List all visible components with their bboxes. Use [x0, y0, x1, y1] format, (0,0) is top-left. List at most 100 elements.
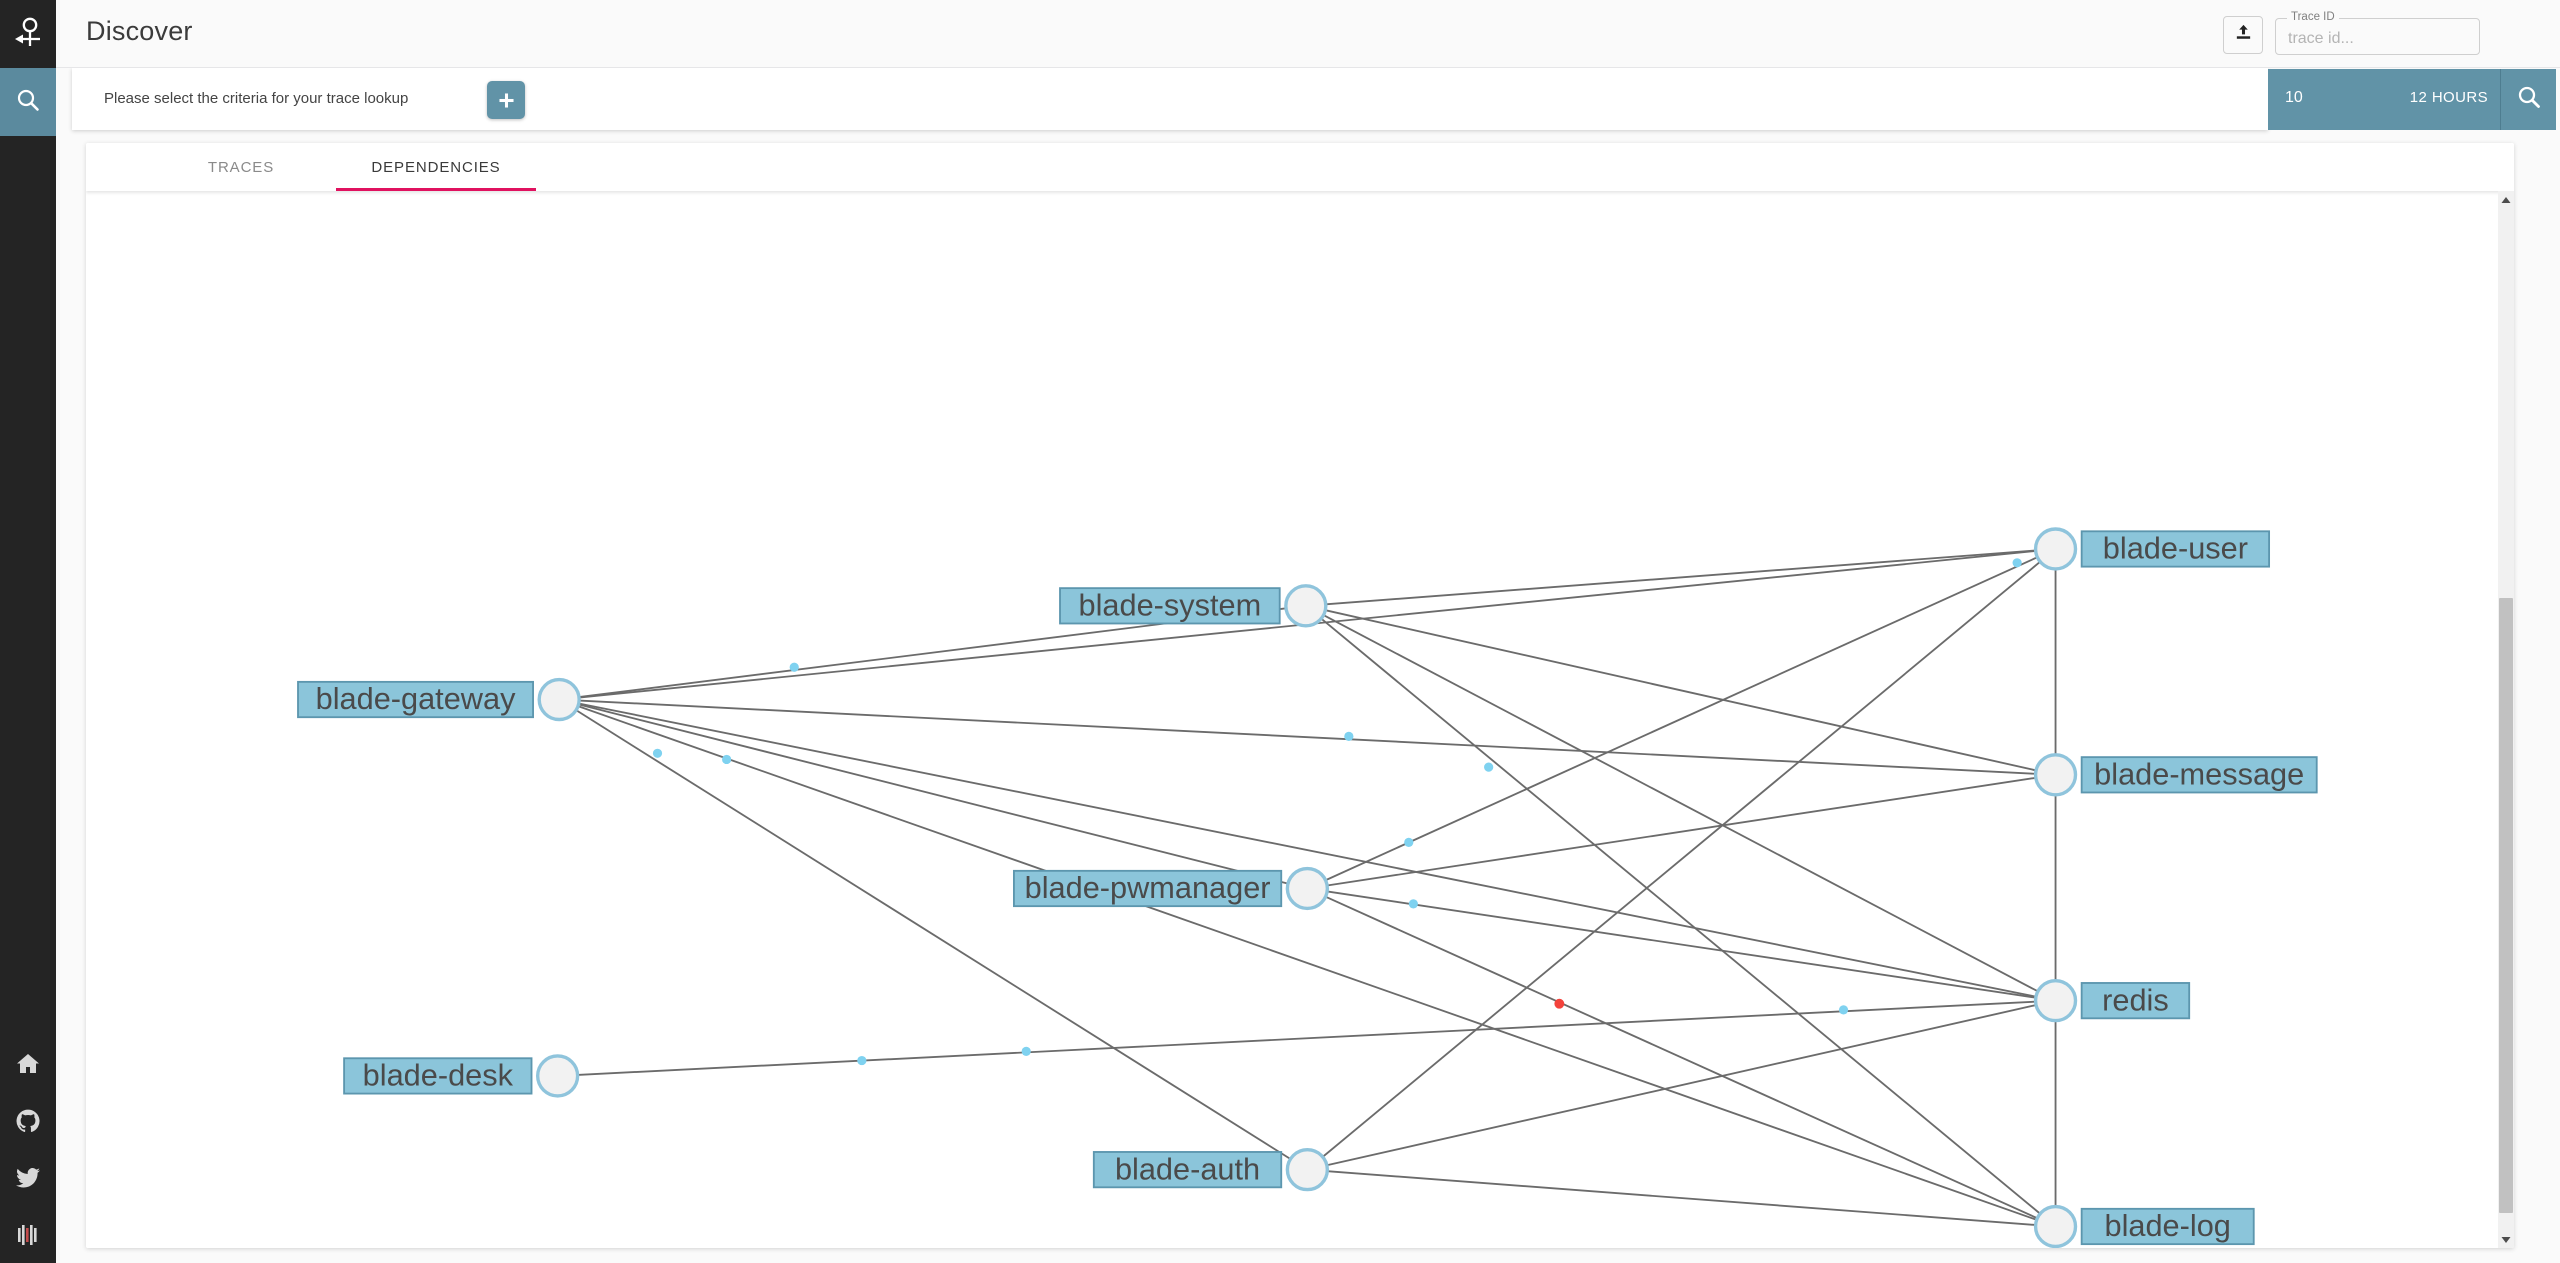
- graph-node-label: blade-auth: [1115, 1151, 1260, 1186]
- graph-node-label: blade-user: [2103, 531, 2248, 566]
- page-title: Discover: [86, 16, 193, 46]
- tab-bar: TRACES DEPENDENCIES: [86, 143, 2514, 191]
- tab-active-indicator: [336, 188, 536, 191]
- graph-node-label: blade-system: [1079, 587, 1262, 622]
- graph-particle: [1404, 837, 1414, 848]
- tab-dependencies[interactable]: DEPENDENCIES: [336, 143, 536, 191]
- add-criteria-button[interactable]: [487, 81, 525, 119]
- graph-node-circle[interactable]: [537, 677, 581, 722]
- graph-edge: [579, 699, 2036, 775]
- graph-node[interactable]: blade-auth: [1092, 1147, 1330, 1192]
- graph-node-label: blade-desk: [363, 1058, 514, 1093]
- app-header: Discover Trace ID: [56, 0, 2560, 68]
- graph-particle: [1484, 762, 1494, 772]
- graph-node-label-box: [1092, 1151, 1283, 1189]
- graph-vertical-scrollbar[interactable]: [2498, 191, 2514, 1248]
- graph-node[interactable]: blade-user: [2033, 527, 2271, 571]
- graph-node[interactable]: blade-message: [2033, 753, 2318, 797]
- graph-particle: [652, 748, 663, 758]
- lookback-value: 12 HOURS: [2409, 89, 2488, 106]
- graph-node-label: blade-message: [2094, 756, 2304, 791]
- graph-node[interactable]: redis: [2033, 978, 2191, 1023]
- graph-node[interactable]: blade-pwmanager: [1013, 866, 1330, 911]
- upload-icon: [2234, 23, 2253, 47]
- zipkin-logo-icon[interactable]: [0, 0, 56, 68]
- graph-node-circle[interactable]: [2033, 978, 2078, 1023]
- graph-node-label-box: [2080, 1207, 2255, 1246]
- twitter-icon[interactable]: [0, 1149, 56, 1206]
- search-icon: [15, 87, 41, 118]
- graph-node[interactable]: blade-desk: [343, 1054, 580, 1098]
- tab-traces[interactable]: TRACES: [146, 143, 336, 191]
- graph-node[interactable]: blade-gateway: [297, 677, 581, 722]
- graph-node-label: blade-gateway: [316, 681, 516, 716]
- graph-particle: [1021, 1046, 1031, 1056]
- graph-edge: [1326, 776, 2036, 887]
- graph-node[interactable]: blade-log: [2033, 1204, 2255, 1248]
- graph-particle: [789, 662, 799, 672]
- graph-node-circle[interactable]: [1285, 866, 1330, 911]
- graph-particle: [722, 754, 732, 765]
- zipkin-bars-icon[interactable]: [0, 1206, 56, 1263]
- graph-node-label-box: [1059, 587, 1281, 625]
- graph-edge: [577, 705, 2038, 1221]
- graph-node-circle[interactable]: [2033, 753, 2078, 797]
- home-icon[interactable]: [0, 1035, 56, 1092]
- graph-nodes[interactable]: blade-gateway blade-system blade-pwmanager…: [297, 527, 2318, 1248]
- graph-node-circle[interactable]: [535, 1054, 580, 1098]
- graph-node-circle[interactable]: [2033, 1204, 2078, 1248]
- content-card: TRACES DEPENDENCIES blade-gateway blade-s…: [86, 143, 2514, 1248]
- graph-edge: [1325, 549, 2036, 606]
- graph-node-circle[interactable]: [1284, 584, 1328, 628]
- upload-json-button[interactable]: [2223, 16, 2263, 54]
- limit-value: 10: [2285, 89, 2303, 106]
- graph-node-label-box: [2080, 982, 2191, 1020]
- graph-node-label-box: [1013, 869, 1283, 908]
- graph-node[interactable]: blade-system: [1059, 584, 1328, 628]
- graph-node-circle[interactable]: [1285, 1147, 1330, 1192]
- scrollbar-thumb[interactable]: [2499, 598, 2513, 1213]
- trace-id-label: Trace ID: [2287, 11, 2339, 23]
- graph-node-circle[interactable]: [2033, 527, 2078, 571]
- trace-id-input[interactable]: [2286, 26, 2466, 52]
- tab-dependencies-label: DEPENDENCIES: [371, 158, 501, 176]
- triangle-down-icon[interactable]: [2498, 1231, 2514, 1248]
- lookback-selector[interactable]: 10 12 HOURS: [2268, 69, 2500, 130]
- github-icon[interactable]: [0, 1092, 56, 1149]
- graph-edge: [1325, 556, 2038, 882]
- criteria-input-box[interactable]: Please select the criteria for your trac…: [72, 68, 2268, 130]
- dependency-graph-svg[interactable]: blade-gateway blade-system blade-pwmanager…: [86, 191, 2498, 1248]
- graph-edge: [1320, 617, 2041, 1215]
- graph-particle: [1838, 1005, 1849, 1015]
- graph-edge: [1323, 614, 2039, 993]
- graph-edge: [1326, 1004, 2037, 1167]
- trace-id-outline: [2275, 18, 2480, 55]
- criteria-placeholder-text: Please select the criteria for your trac…: [104, 90, 409, 107]
- graph-particle-error: [1554, 998, 1565, 1009]
- run-query-button[interactable]: [2500, 69, 2556, 130]
- graph-particle: [1408, 899, 1418, 909]
- graph-edges: [575, 549, 2057, 1226]
- sidebar-bottom-links: [0, 1035, 56, 1263]
- graph-node-label: blade-log: [2104, 1208, 2230, 1243]
- sidebar-item-search[interactable]: [0, 68, 56, 136]
- trace-id-field[interactable]: Trace ID: [2275, 11, 2480, 55]
- graph-edge: [577, 1000, 2036, 1076]
- graph-particles: [652, 558, 2022, 1066]
- graph-edge: [1326, 890, 2036, 999]
- graph-edge: [578, 702, 2037, 998]
- graph-edge: [1325, 609, 2037, 772]
- search-icon: [2516, 84, 2542, 115]
- trace-search-bar: Please select the criteria for your trac…: [72, 68, 2556, 130]
- graph-particle: [2012, 558, 2022, 568]
- graph-node-label-box: [2080, 756, 2318, 794]
- graph-edge: [1322, 561, 2041, 1158]
- graph-node-label-box: [297, 680, 534, 719]
- plus-icon: [497, 91, 516, 110]
- triangle-up-icon[interactable]: [2498, 191, 2514, 208]
- graph-edge: [1327, 1170, 2036, 1226]
- graph-node-label: blade-pwmanager: [1025, 870, 1271, 905]
- graph-particle: [1344, 731, 1354, 742]
- dependency-graph[interactable]: blade-gateway blade-system blade-pwmanager…: [86, 191, 2498, 1248]
- graph-edge: [1325, 895, 2038, 1220]
